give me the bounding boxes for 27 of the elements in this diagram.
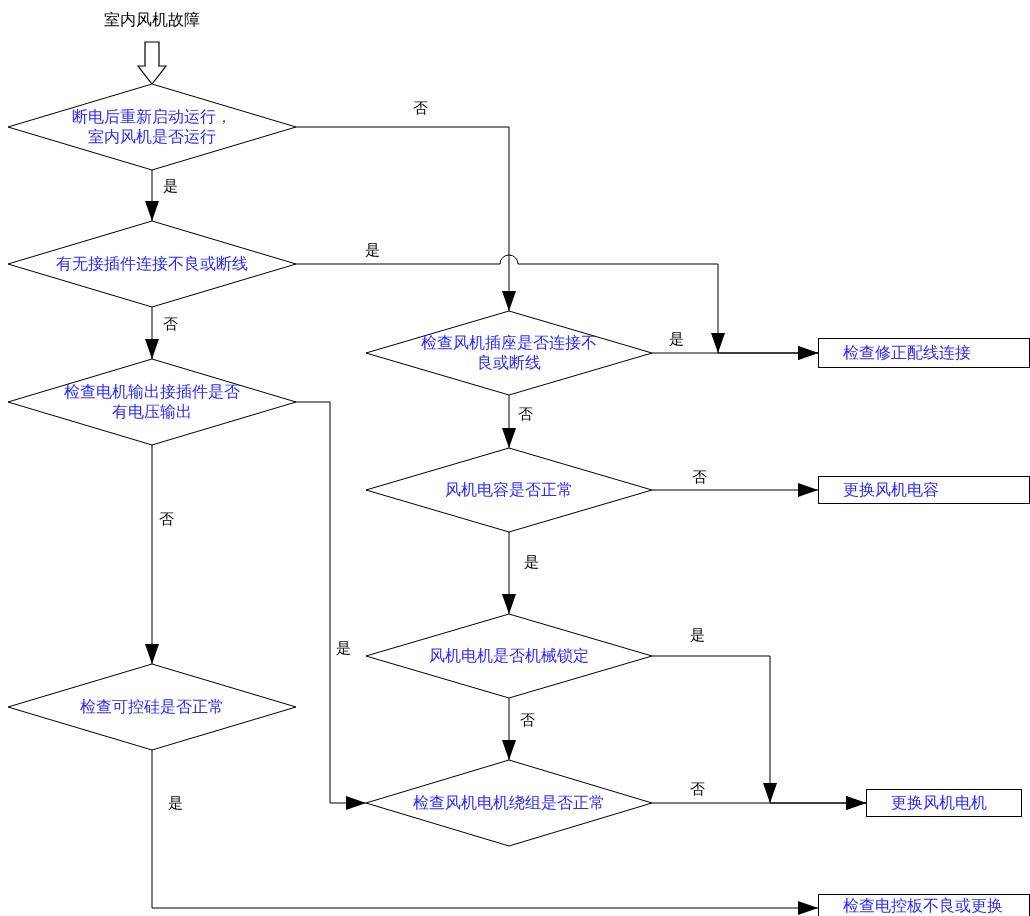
edge-label: 否 — [691, 469, 708, 485]
question-text: 检查风机插座是否连接不良或断线 — [420, 333, 598, 373]
edge-label: 是 — [167, 795, 184, 811]
question-text: 断电后重新启动运行，室内风机是否运行 — [72, 107, 232, 147]
edge-label: 否 — [517, 406, 534, 422]
edge-label: 是 — [668, 331, 685, 347]
question-text: 检查风机电机绕组是否正常 — [412, 793, 606, 813]
action-box: 检查修正配线连接 — [818, 338, 1030, 368]
question-text: 风机电容是否正常 — [444, 480, 574, 500]
question-text: 有无接插件连接不良或断线 — [55, 254, 249, 274]
edge-label: 否 — [412, 100, 429, 116]
edge-label: 是 — [162, 178, 179, 194]
edge-label: 否 — [519, 712, 536, 728]
edge-label: 否 — [158, 511, 175, 527]
edge-label: 否 — [689, 781, 706, 797]
question-text: 检查可控硅是否正常 — [79, 697, 225, 717]
edge-label: 是 — [364, 242, 381, 258]
question-text: 检查电机输出接插件是否有电压输出 — [63, 382, 241, 422]
edge-label: 否 — [162, 316, 179, 332]
edge-label: 是 — [523, 554, 540, 570]
action-box: 更换风机电容 — [818, 476, 1030, 504]
question-text: 风机电机是否机械锁定 — [428, 646, 590, 666]
action-box: 检查电控板不良或更换 — [818, 894, 1030, 916]
start-text: 室内风机故障 — [104, 11, 200, 28]
action-box: 更换风机电机 — [866, 789, 1022, 817]
edge-label: 是 — [689, 627, 706, 643]
edge-label: 是 — [335, 640, 352, 656]
